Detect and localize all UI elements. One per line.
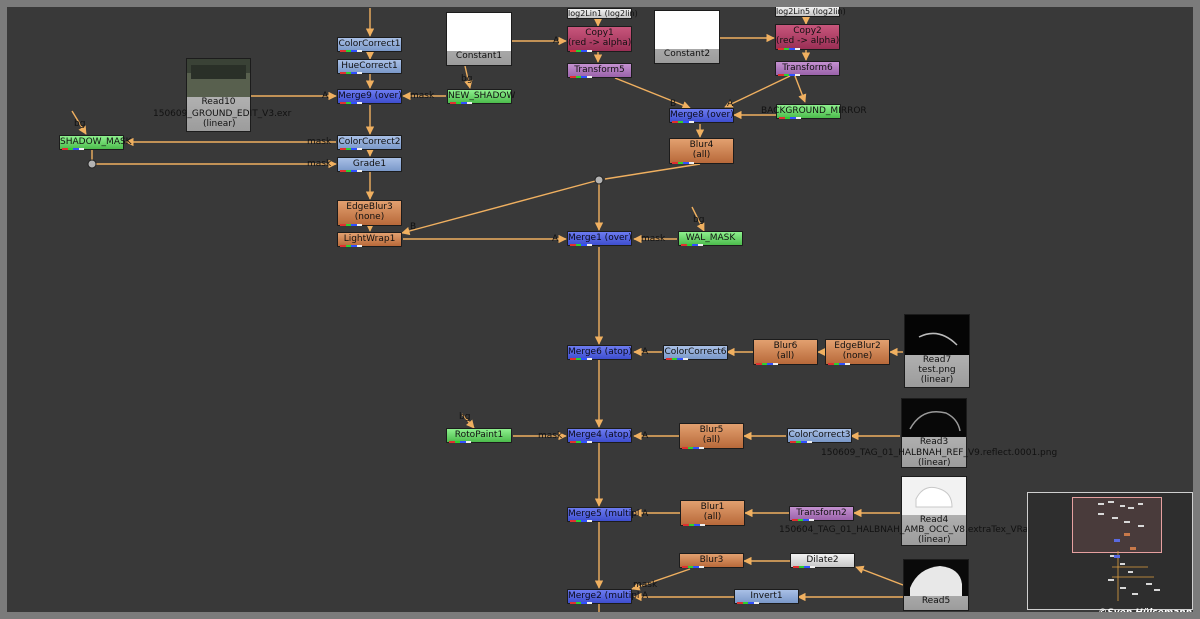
node-huecorrect1[interactable]: HueCorrect1: [337, 59, 402, 74]
read10-colorspace: (linear): [203, 119, 236, 129]
port-label: mask: [307, 159, 332, 169]
node-log2lin5[interactable]: log2Lin5 (log2lin): [775, 6, 846, 17]
constant2-thumbnail: [655, 11, 719, 49]
node-colorcorrect2[interactable]: ColorCorrect2: [337, 135, 402, 150]
node-invert1[interactable]: Invert1: [734, 589, 799, 604]
port-label: A: [552, 234, 559, 244]
node-background-mirror[interactable]: BACKGROUND_MIRROR: [761, 104, 867, 119]
read4-thumbnail: [902, 477, 966, 515]
port-label: A: [727, 99, 734, 109]
port-label: mask: [410, 91, 435, 101]
node-blur5[interactable]: Blur5(all): [679, 423, 744, 449]
read4-file: 150604_TAG_01_HALBNAH_AMB_OCC_V8.extraTe…: [779, 525, 1102, 535]
node-transform2[interactable]: Transform2: [789, 506, 854, 521]
node-copy1[interactable]: Copy1(red -> alpha): [567, 26, 632, 52]
dot-node: [594, 175, 604, 185]
node-blur3[interactable]: Blur3: [679, 553, 744, 568]
port-label: mask: [641, 234, 666, 244]
node-merge1[interactable]: Merge1 (over): [567, 231, 632, 246]
port-label: A: [642, 591, 649, 601]
node-copy2[interactable]: Copy2(red -> alpha): [775, 24, 840, 50]
node-wal-mask[interactable]: WAL_MASK: [678, 231, 743, 246]
node-shadow-mask[interactable]: SHADOW_MASK: [59, 135, 132, 150]
port-label: A: [642, 509, 649, 519]
node-merge4[interactable]: Merge4 (atop): [567, 428, 632, 443]
port-label: mask: [538, 431, 563, 441]
port-label: bg: [461, 74, 473, 84]
node-merge8[interactable]: Merge8 (over): [669, 108, 734, 123]
port-label: bg: [693, 215, 705, 225]
node-colorcorrect1[interactable]: ColorCorrect1: [337, 37, 402, 52]
node-transform5[interactable]: Transform5: [567, 63, 632, 78]
node-grade1[interactable]: Grade1: [337, 157, 402, 172]
read10-file: 150609_GROUND_EDIT_V3.exr: [153, 109, 292, 119]
port-label: B: [670, 99, 677, 109]
node-log2lin1[interactable]: log2Lin1 (log2lin): [567, 8, 638, 19]
node-read10[interactable]: Read10: [186, 58, 251, 132]
port-label: bg: [459, 412, 471, 422]
read4-colorspace: (linear): [918, 535, 951, 545]
minimap-nodes: [1098, 501, 1160, 601]
node-edgeblur3[interactable]: EdgeBlur3(none): [337, 200, 402, 226]
port-label: A: [642, 347, 649, 357]
node-read5[interactable]: Read5: [903, 559, 969, 611]
graph-minimap[interactable]: [1027, 492, 1193, 610]
node-merge5[interactable]: Merge5 (multipl: [567, 507, 639, 522]
port-label: mask: [307, 137, 332, 147]
credit-text: ©Sven Hülsemann: [1098, 608, 1192, 618]
port-label: bg: [74, 119, 86, 129]
read10-thumbnail: [187, 59, 250, 97]
node-read3[interactable]: Read3: [901, 398, 967, 468]
node-constant2[interactable]: Constant2: [654, 10, 720, 64]
dot-node: [87, 159, 97, 169]
read7-thumbnail: [905, 315, 969, 355]
minimap-viewport[interactable]: [1072, 497, 1162, 553]
read3-thumbnail: [902, 399, 966, 437]
node-colorcorrect3[interactable]: ColorCorrect3: [787, 428, 852, 443]
node-read4[interactable]: Read4: [901, 476, 967, 546]
port-label: A: [322, 91, 329, 101]
node-colorcorrect6[interactable]: ColorCorrect6: [663, 345, 728, 360]
port-label: A: [642, 431, 649, 441]
node-merge9[interactable]: Merge9 (over): [337, 89, 402, 104]
node-lightwrap1[interactable]: LightWrap1: [337, 232, 402, 247]
port-label: B: [410, 222, 417, 232]
node-edgeblur2[interactable]: EdgeBlur2(none): [825, 339, 890, 365]
node-rotopaint1[interactable]: RotoPaint1: [446, 428, 512, 443]
port-label: A: [553, 36, 560, 46]
node-read7[interactable]: Read7 test.png (linear): [904, 314, 970, 388]
read3-file: 150609_TAG_01_HALBNAH_REF_V9.reflect.000…: [821, 448, 1058, 458]
node-dilate2[interactable]: Dilate2: [790, 553, 855, 568]
node-merge2[interactable]: Merge2 (multipl: [567, 589, 639, 604]
node-constant1[interactable]: Constant1: [446, 12, 512, 66]
node-blur4[interactable]: Blur4(all): [669, 138, 734, 164]
node-new-shadow[interactable]: NEW_SHADOW: [447, 89, 515, 104]
port-label: mask: [633, 580, 658, 590]
read5-thumbnail: [904, 560, 968, 596]
constant1-thumbnail: [447, 13, 511, 51]
node-transform6[interactable]: Transform6: [775, 61, 840, 76]
node-blur1[interactable]: Blur1(all): [680, 500, 745, 526]
node-merge6[interactable]: Merge6 (atop): [567, 345, 632, 360]
node-blur6[interactable]: Blur6(all): [753, 339, 818, 365]
read3-colorspace: (linear): [918, 458, 951, 468]
